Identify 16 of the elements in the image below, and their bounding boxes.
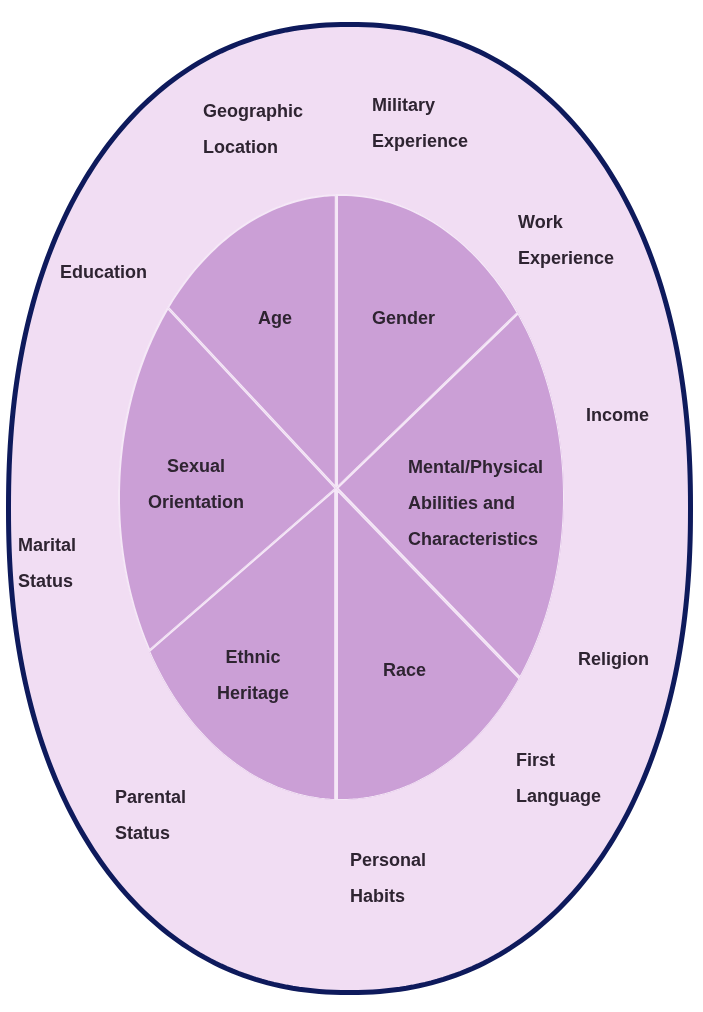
ring-label: Parental Status [115,786,187,845]
ring-label: Work Experience [518,211,615,270]
segment-label: Gender [372,307,436,330]
ring-label: Income [586,404,650,427]
segment-label: Age [258,307,292,330]
segment-label: Race [383,659,427,682]
ring-label: Military Experience [372,94,469,153]
ring-label: Marital Status [18,534,77,593]
segment-label: Mental/Physical Abilities and Characteristics [408,456,545,551]
ring-label: Education [60,261,147,284]
ring-label: First Language [516,749,601,808]
segment-label: Sexual Orientation [148,455,244,514]
segment-label: Ethnic Heritage [217,646,289,705]
ring-label: Personal Habits [350,849,427,908]
ring-label: Geographic Location [203,100,304,159]
ring-label: Religion [578,648,649,671]
